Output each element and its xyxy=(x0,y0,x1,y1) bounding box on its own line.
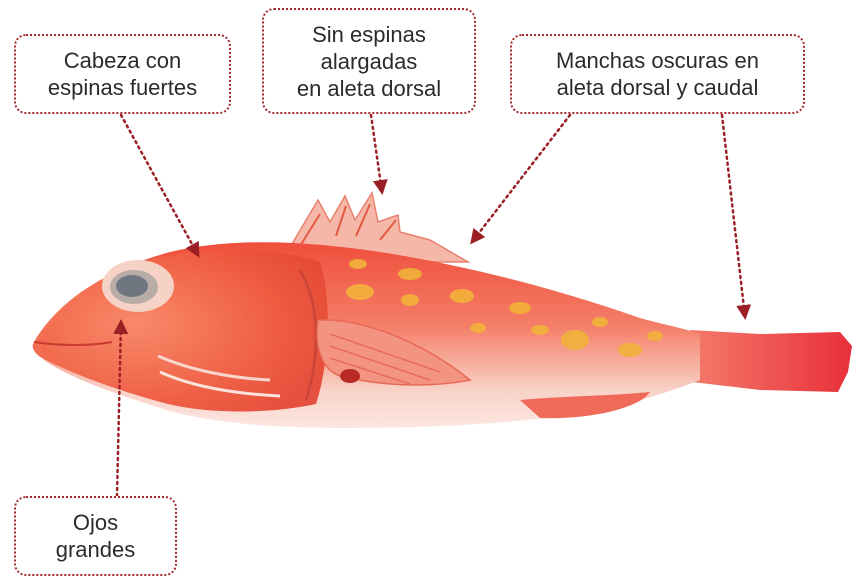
callout-dorsal-spines: Sin espinas alargadas en aleta dorsal xyxy=(262,8,476,114)
arrow-eyes-callout xyxy=(113,319,129,498)
fish-head xyxy=(32,249,328,412)
callout-spots-line2: aleta dorsal y caudal xyxy=(556,75,759,100)
callout-spines-line2: alargadas xyxy=(320,48,418,74)
arrow-spines-callout xyxy=(369,113,388,195)
arrow-spots-callout xyxy=(470,113,572,245)
callout-spots-line1: Manchas oscuras en xyxy=(556,48,759,73)
caudal-fin xyxy=(690,330,852,392)
callout-eyes-line1: Ojos xyxy=(72,510,119,535)
callout-spines-line3: en aleta dorsal xyxy=(296,75,442,101)
pointer-arrows xyxy=(113,113,752,498)
callout-head-line1: Cabeza con xyxy=(63,48,182,73)
body-spots xyxy=(346,259,663,357)
fish-eye xyxy=(102,260,174,312)
callout-eyes-line2: grandes xyxy=(55,537,136,562)
callout-head-spines: Cabeza con espinas fuertes xyxy=(14,34,231,114)
callout-head-line2: espinas fuertes xyxy=(47,75,198,100)
dorsal-fin xyxy=(290,191,471,263)
arrow-head-callout xyxy=(119,113,200,258)
callout-dark-spots: Manchas oscuras en aleta dorsal y caudal xyxy=(510,34,805,114)
callout-large-eyes: Ojos grandes xyxy=(14,496,177,576)
callout-spines-line1: Sin espinas xyxy=(312,21,426,47)
arrow-tail-callout xyxy=(720,113,752,320)
